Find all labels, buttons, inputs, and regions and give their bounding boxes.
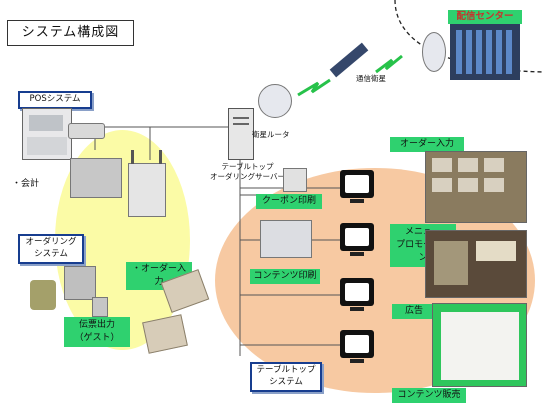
server-label-line2: オーダリングサーバー bbox=[210, 172, 285, 181]
monitor-stand-2 bbox=[350, 252, 364, 256]
tabletop-monitor-2 bbox=[340, 223, 374, 251]
slip-output-label: 伝票出力 （ゲスト） bbox=[64, 317, 130, 347]
delivery-center-label: 配信センター bbox=[448, 10, 522, 24]
signal-bolt-right bbox=[375, 54, 403, 74]
monitor-stand-1 bbox=[350, 199, 364, 203]
ad-screenshot bbox=[432, 303, 527, 387]
menu-promo-line2: プロモーション bbox=[396, 240, 450, 263]
ordering-system-line1: オーダリング bbox=[25, 237, 77, 247]
building-icon bbox=[450, 24, 520, 80]
content-print-label: コンテンツ印刷 bbox=[250, 269, 320, 284]
pos-system-label: POSシステム bbox=[18, 91, 92, 109]
tabletop-monitor-4 bbox=[340, 330, 374, 358]
order-base-station bbox=[70, 158, 122, 198]
page-title: システム構成図 bbox=[7, 20, 134, 46]
content-sales-label: コンテンツ販売 bbox=[392, 388, 466, 403]
satellite-dish-router bbox=[258, 84, 292, 118]
server-label-line1: テーブルトップ bbox=[221, 162, 274, 171]
server-label: テーブルトップ オーダリングサーバー bbox=[200, 162, 295, 182]
coupon-print-label: クーポン印刷 bbox=[256, 194, 322, 209]
tabletop-system-label: テーブルトップ システム bbox=[250, 362, 322, 392]
order-input-right-label: オーダー入力 bbox=[390, 137, 464, 152]
slip-printer bbox=[64, 266, 96, 300]
slip-output-line1: 伝票出力 bbox=[78, 320, 115, 330]
tabletop-monitor-3 bbox=[340, 278, 374, 306]
ordering-system-label: オーダリング システム bbox=[18, 234, 84, 264]
tabletop-monitor-1 bbox=[340, 170, 374, 198]
coupon-printer bbox=[283, 168, 307, 192]
content-printer bbox=[260, 220, 312, 258]
menu-promo-screenshot bbox=[425, 230, 527, 298]
tabletop-system-line2: システム bbox=[269, 377, 303, 387]
ad-label: 広告 bbox=[392, 304, 436, 319]
slip-output-line2: （ゲスト） bbox=[74, 333, 120, 343]
ordering-server bbox=[228, 108, 254, 160]
menu-promo-line1: メニュー bbox=[404, 227, 441, 237]
pos-terminal-small bbox=[92, 297, 108, 317]
accounting-label: ・会計 bbox=[12, 179, 40, 189]
tabletop-system-line1: テーブルトップ bbox=[256, 365, 316, 375]
pos-register-image bbox=[22, 108, 72, 160]
order-input-left-label: ・オーダー入力 bbox=[126, 262, 192, 290]
center-dish bbox=[422, 32, 446, 72]
signal-bolt-left bbox=[297, 78, 331, 97]
monitor-stand-3 bbox=[350, 307, 364, 311]
handy-terminal bbox=[30, 280, 56, 310]
access-point bbox=[128, 150, 166, 217]
ordering-system-line2: システム bbox=[34, 249, 68, 259]
hub-device bbox=[68, 123, 105, 139]
monitor-stand-4 bbox=[350, 359, 364, 363]
order-input-screenshot bbox=[425, 151, 527, 223]
comm-satellite-label: 通信衛星 bbox=[356, 74, 386, 83]
satellite-router-label: 衛星ルータ bbox=[252, 130, 290, 139]
